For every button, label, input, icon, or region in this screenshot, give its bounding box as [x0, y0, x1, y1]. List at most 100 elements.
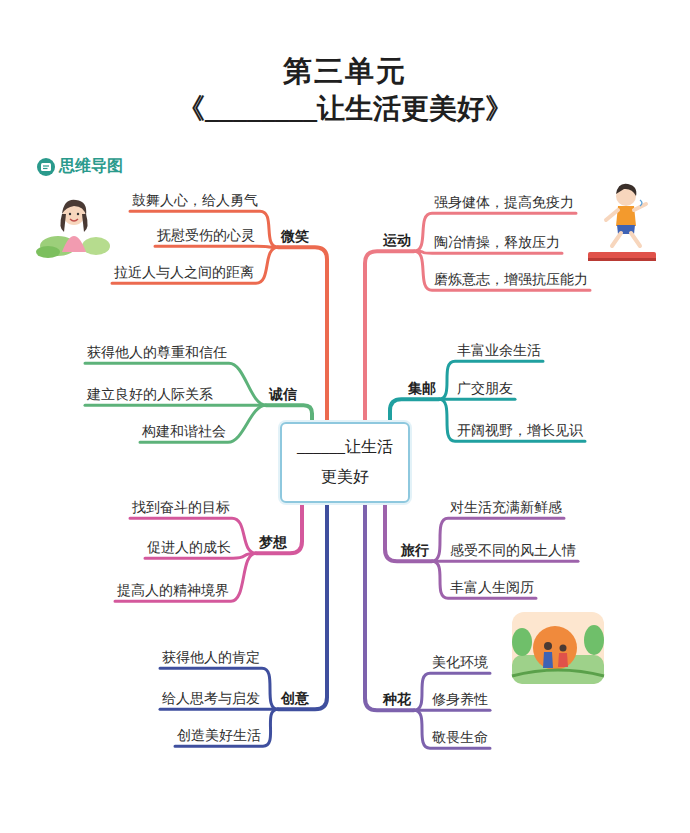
node-text: 磨炼意志，增强抗压能力 [434, 271, 588, 289]
node-text: 梦想 [259, 534, 287, 552]
branch-line [365, 251, 414, 422]
leaf-point: 修身养性 [430, 691, 490, 709]
branch-topic: 旅行 [398, 542, 432, 560]
leaf-point: 强身健体，提高免疫力 [432, 194, 576, 212]
node-text: 集邮 [408, 380, 436, 398]
node-text: 鼓舞人心，给人勇气 [132, 192, 258, 210]
page-title: 第三单元 [0, 52, 690, 92]
node-text: 提高人的精神境界 [117, 582, 229, 600]
branch-topic: 运动 [380, 232, 414, 250]
illustration-shape [60, 214, 66, 232]
leaf-point: 鼓舞人心，给人勇气 [130, 192, 260, 210]
smiling-girl [36, 200, 110, 258]
illustration-shape [616, 184, 636, 196]
node-text: 微笑 [281, 228, 309, 246]
node-text: 强身健体，提高免疫力 [434, 194, 574, 212]
node-text: 感受不同的风土人情 [450, 542, 576, 560]
illustration-shape [82, 214, 88, 232]
branch-line [266, 405, 312, 422]
leaf-point: 给人思考与启发 [160, 690, 262, 708]
leaf-point: 开阔视野，增长见识 [455, 422, 585, 440]
leaf-point: 丰富人生阅历 [448, 579, 536, 597]
node-text: 敬畏生命 [432, 729, 488, 747]
branch-line [155, 246, 278, 247]
leaf-point: 拉近人与人之间的距离 [112, 264, 256, 282]
node-text: 抚慰受伤的心灵 [157, 227, 255, 245]
illustration-shape [512, 612, 604, 684]
illustration-shape [606, 210, 618, 220]
node-text: 运动 [383, 232, 411, 250]
node-text: 丰富业余生活 [457, 342, 541, 360]
leaf-point: 促进人的成长 [145, 539, 233, 557]
branch-line [439, 361, 543, 399]
branch-line [414, 213, 576, 251]
node-text: 获得他人的尊重和信任 [87, 344, 227, 362]
illustration-shape [41, 163, 51, 171]
illustration-shape [640, 200, 642, 206]
node-text: 获得他人的肯定 [162, 649, 260, 667]
branch-topic: 微笑 [278, 228, 312, 246]
illustration-shape [512, 670, 604, 676]
node-text: ______让生活 更美好 [288, 432, 402, 493]
illustration-shape [69, 213, 71, 215]
node-text: 构建和谐社会 [142, 423, 226, 441]
leaf-point: 美化环境 [430, 654, 490, 672]
node-text: 修身养性 [432, 691, 488, 709]
branch-line [439, 398, 515, 401]
illustration-shape [512, 628, 532, 656]
node-text: 种花 [383, 691, 411, 709]
leaf-point: 感受不同的风土人情 [448, 542, 578, 560]
node-text: 美化环境 [432, 654, 488, 672]
branch-line [130, 211, 278, 247]
branch-line [278, 503, 327, 709]
mindmap-icon [37, 158, 55, 176]
leaf-point: 找到奋斗的目标 [130, 499, 232, 517]
illustration-shape [533, 626, 577, 670]
subtitle: 《________让生活更美好》 [0, 90, 690, 128]
leaf-point: 建立良好的人际关系 [85, 386, 215, 404]
branch-line [160, 668, 278, 709]
leaf-point: 广交朋友 [455, 380, 515, 398]
illustration-shape [43, 168, 48, 169]
illustration-shape [62, 200, 86, 216]
branch-line [256, 503, 302, 553]
illustration-shape [62, 236, 86, 252]
branch-line [414, 673, 490, 710]
leaf-point: 构建和谐社会 [140, 423, 228, 441]
leaf-point: 丰富业余生活 [455, 342, 543, 360]
leaf-point: 获得他人的尊重和信任 [85, 344, 229, 362]
leaf-point: 创造美好生活 [175, 727, 263, 745]
illustration-shape [82, 237, 110, 255]
node-text: 开阔视野，增长见识 [457, 422, 583, 440]
branch-line [160, 708, 278, 711]
branch-line [85, 363, 266, 405]
leaf-point: 提高人的精神境界 [115, 582, 231, 600]
illustration-shape [37, 158, 55, 176]
branch-topic: 种花 [380, 691, 414, 709]
branch-line [365, 503, 414, 710]
node-text: 建立良好的人际关系 [87, 386, 213, 404]
branch-line [385, 503, 432, 561]
branch-line [85, 404, 266, 407]
branch-line [175, 709, 278, 746]
node-text: 诚信 [269, 386, 297, 404]
illustration-shape [634, 204, 646, 210]
branch-line [115, 553, 256, 601]
branch-line [414, 710, 490, 748]
branch-topic: 梦想 [256, 534, 290, 552]
leaf-point: 对生活充满新鲜感 [448, 499, 564, 517]
illustration-shape [560, 645, 567, 652]
branch-topic: 创意 [278, 690, 312, 708]
illustration-shape [43, 165, 49, 166]
leaf-point: 磨炼意志，增强抗压能力 [432, 271, 590, 289]
illustration-shape [544, 642, 552, 650]
node-text: 找到奋斗的目标 [132, 499, 230, 517]
leaf-point: 获得他人的肯定 [160, 649, 262, 667]
illustration-shape [543, 652, 553, 668]
illustration-shape [631, 233, 640, 246]
node-text: 陶冶情操，释放压力 [434, 234, 560, 252]
leaf-point: 抚慰受伤的心灵 [155, 227, 257, 245]
